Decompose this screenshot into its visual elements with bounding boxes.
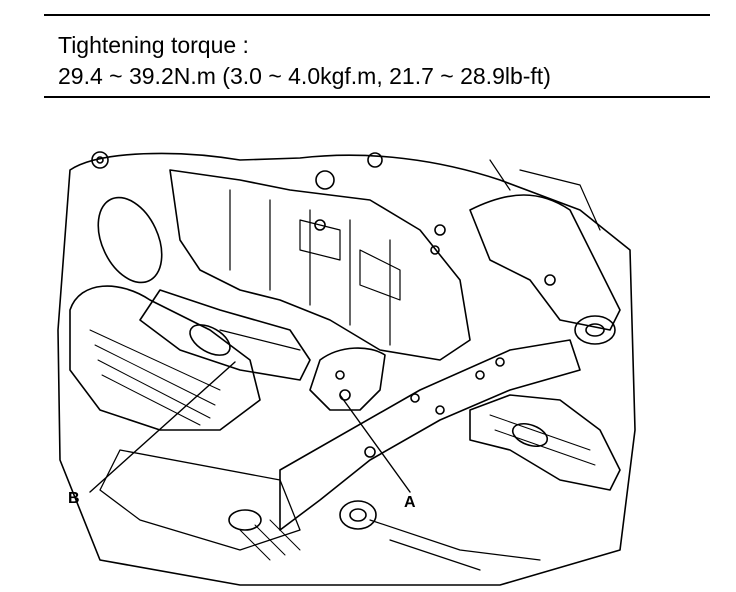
catalytic-converter — [69, 285, 261, 431]
spec-text: Tightening torque : 29.4 ~ 39.2N.m (3.0 … — [44, 16, 710, 92]
cv-boot-ribs — [239, 519, 301, 561]
lower-bushing-center — [349, 508, 367, 522]
housing-pads — [299, 219, 401, 301]
converter-inlet — [97, 196, 163, 284]
spec-bottom-rule — [44, 96, 710, 98]
lower-bushing — [339, 500, 377, 530]
lower-mount — [228, 509, 262, 531]
bolt — [435, 405, 445, 415]
bolt — [544, 274, 556, 286]
bracket-a — [309, 347, 386, 411]
bolt — [495, 357, 505, 367]
pipe-seam — [219, 329, 301, 351]
bracket-bolt — [339, 389, 351, 401]
frame-outline — [57, 152, 636, 586]
subframe — [279, 339, 581, 531]
callout-label-b: B — [68, 490, 80, 507]
upper-linkage — [489, 159, 601, 231]
bolt — [430, 245, 440, 255]
bolt-center — [96, 156, 104, 164]
suspension-arm — [469, 194, 621, 331]
rear-pipe-end — [511, 422, 549, 448]
leader-line-a — [339, 394, 411, 493]
bolt — [434, 224, 446, 236]
housing-ribs — [229, 189, 391, 346]
leader-line-b — [89, 361, 236, 493]
bolt — [367, 152, 383, 168]
bolt — [314, 219, 326, 231]
bolt — [91, 151, 109, 169]
torque-heading: Tightening torque : — [58, 32, 249, 58]
arm-bushing-center — [585, 323, 605, 337]
callout-label-a: A — [404, 494, 416, 511]
bracket-bolt — [335, 370, 345, 380]
torque-spec-box: Tightening torque : 29.4 ~ 39.2N.m (3.0 … — [44, 14, 710, 92]
torque-value: 29.4 ~ 39.2N.m (3.0 ~ 4.0kgf.m, 21.7 ~ 2… — [58, 63, 551, 89]
arm-bushing — [574, 315, 616, 345]
rear-exhaust — [469, 394, 621, 491]
spec-top-rule — [44, 14, 710, 16]
undercarriage-illustration — [57, 151, 636, 586]
bolt — [315, 170, 335, 190]
lower-panel — [99, 449, 301, 551]
bolt — [475, 370, 485, 380]
bolt — [364, 446, 376, 458]
pipe-flange — [189, 324, 231, 356]
heat-shield-ribs — [89, 329, 221, 426]
front-pipe — [139, 289, 311, 381]
transmission-housing — [169, 169, 471, 361]
lower-crossmember — [369, 519, 541, 571]
rear-heat-ribs — [489, 414, 596, 466]
bolt — [410, 393, 420, 403]
